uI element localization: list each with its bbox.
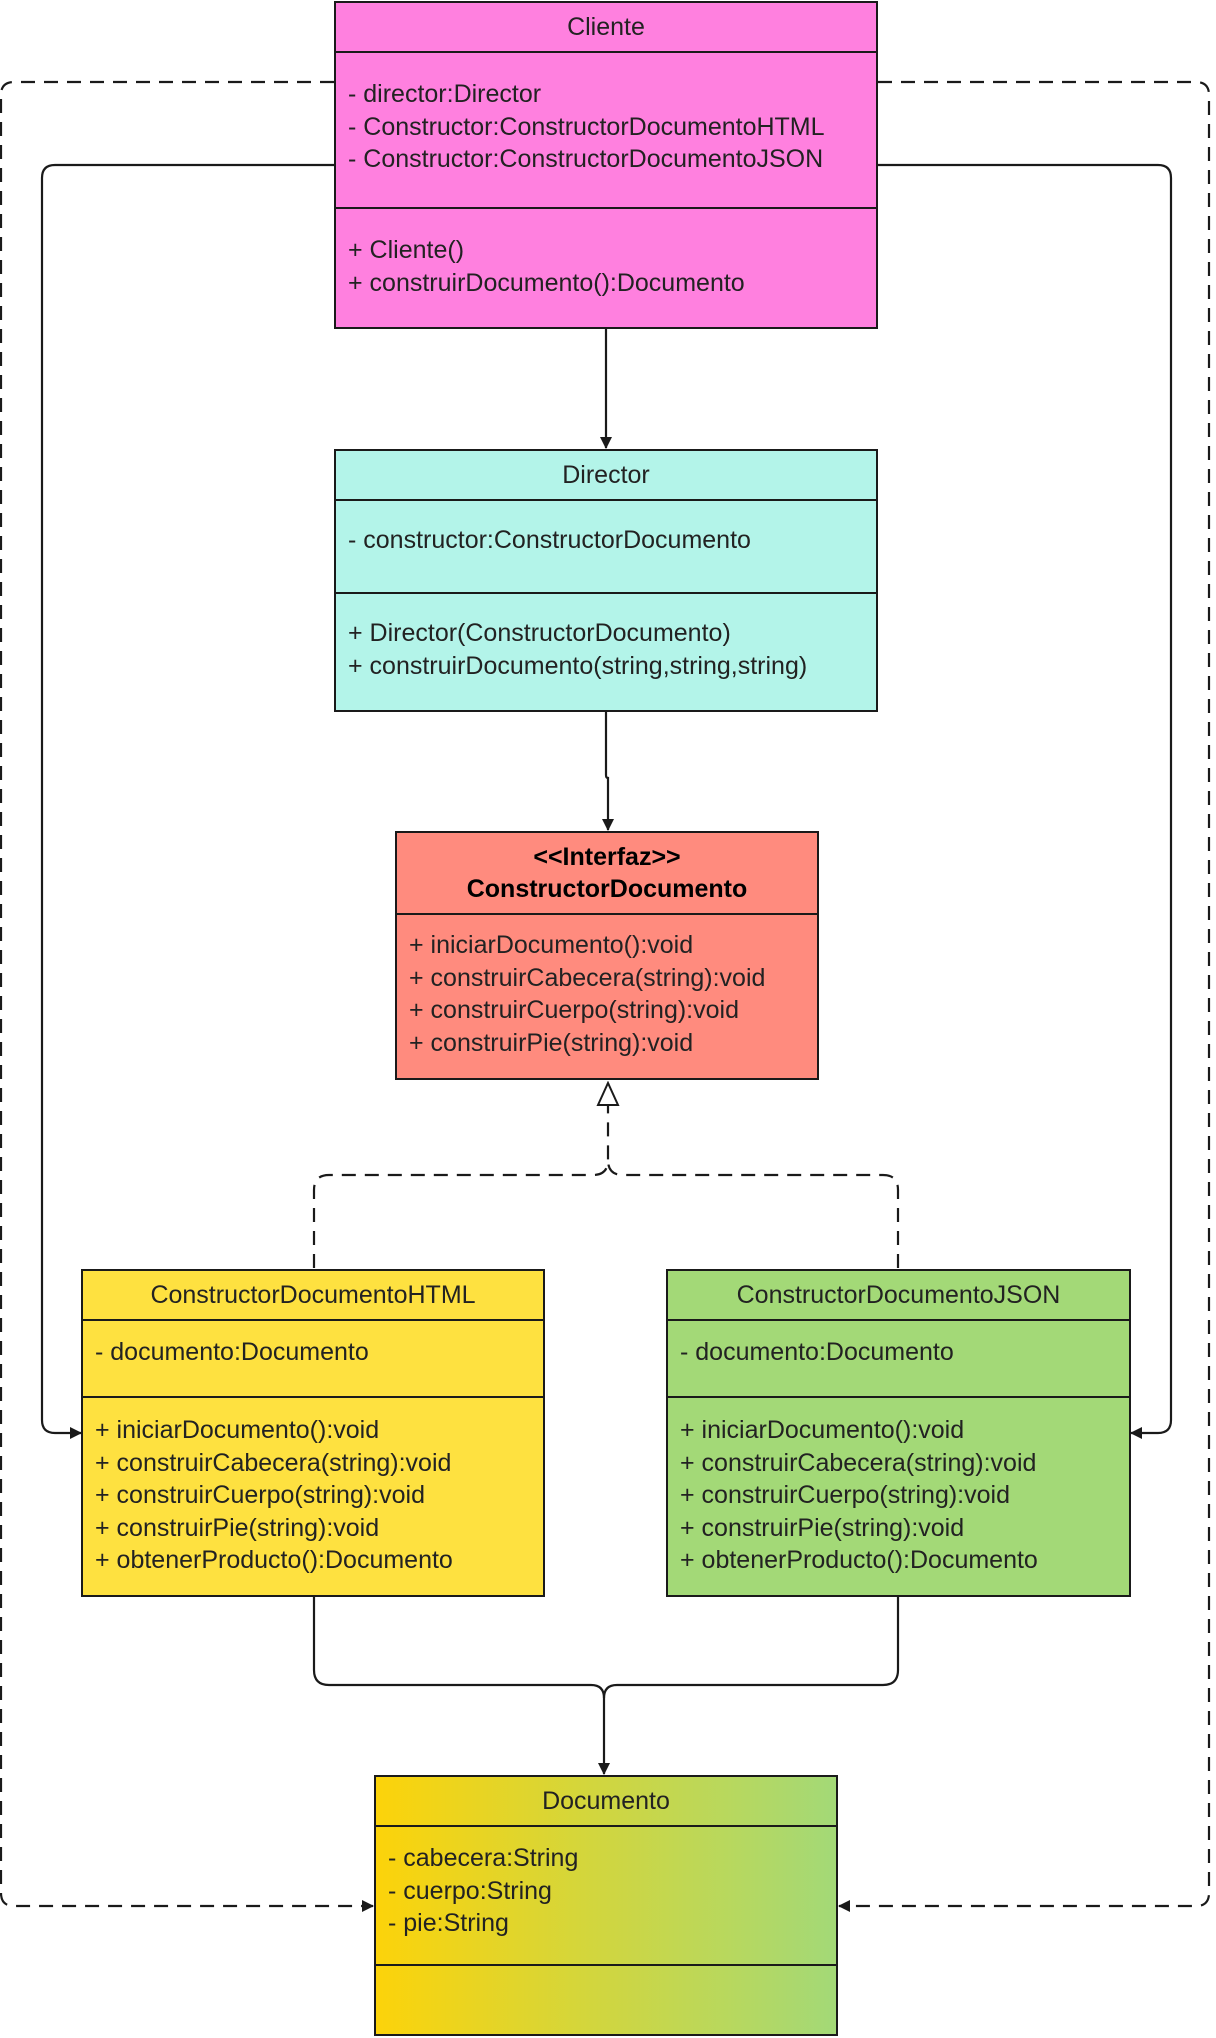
edge-cliente-json bbox=[878, 163, 1173, 1439]
attribute: - documento:Documento bbox=[680, 1338, 954, 1366]
edge-html-documento bbox=[312, 1597, 610, 1775]
attribute: - Constructor:ConstructorDocumentoJSON bbox=[348, 145, 824, 173]
method: + iniciarDocumento():void bbox=[680, 1416, 965, 1444]
edge-director-interfaz bbox=[602, 712, 614, 831]
edge-cliente-documento-left bbox=[0, 80, 374, 1912]
method: + Cliente() bbox=[348, 236, 465, 264]
class-interfaz-constructor-documento: <<Interfaz>> ConstructorDocumento + inic… bbox=[395, 831, 819, 1080]
class-json-methods: + iniciarDocumento():void + construirCab… bbox=[668, 1396, 1129, 1577]
class-html-attributes: - documento:Documento bbox=[83, 1321, 543, 1396]
class-documento-attributes: - cabecera:String - cuerpo:String - pie:… bbox=[376, 1827, 836, 1964]
method: + construirDocumento():Documento bbox=[348, 268, 745, 297]
class-documento-methods bbox=[376, 1964, 836, 2034]
edge-cliente-documento-right bbox=[838, 80, 1211, 1912]
class-cliente-name: Cliente bbox=[567, 13, 645, 41]
class-json-name: ConstructorDocumentoJSON bbox=[736, 1281, 1061, 1309]
method: + obtenerProducto():Documento bbox=[95, 1546, 453, 1574]
attribute: - pie:String bbox=[388, 1909, 509, 1937]
method: + construirCuerpo(string):void bbox=[409, 996, 739, 1024]
class-constructor-documento-json: ConstructorDocumentoJSON - documento:Doc… bbox=[666, 1269, 1131, 1597]
edge-cliente-html bbox=[40, 163, 334, 1439]
edge-json-realization bbox=[606, 1159, 900, 1268]
attribute: - cuerpo:String bbox=[388, 1876, 552, 1905]
class-director: Director - constructor:ConstructorDocume… bbox=[334, 449, 878, 712]
class-cliente-attributes: - director:Director - Constructor:Constr… bbox=[336, 53, 876, 207]
attribute: - director:Director bbox=[348, 80, 542, 108]
class-cliente-methods: + Cliente() + construirDocumento():Docum… bbox=[336, 207, 876, 299]
class-documento-header: Documento bbox=[376, 1777, 836, 1827]
method: + construirCabecera(string):void bbox=[409, 963, 766, 992]
interfaz-stereotype: <<Interfaz>> bbox=[533, 843, 681, 871]
method: + iniciarDocumento():void bbox=[95, 1416, 380, 1444]
class-documento: Documento - cabecera:String - cuerpo:Str… bbox=[374, 1775, 838, 2036]
method: + construirCuerpo(string):void bbox=[680, 1481, 1010, 1509]
class-json-header: ConstructorDocumentoJSON bbox=[668, 1271, 1129, 1321]
method: + construirPie(string):void bbox=[409, 1028, 694, 1057]
method: + construirPie(string):void bbox=[680, 1513, 965, 1542]
class-constructor-documento-html: ConstructorDocumentoHTML - documento:Doc… bbox=[81, 1269, 545, 1597]
method: + construirCuerpo(string):void bbox=[95, 1481, 425, 1509]
method: + obtenerProducto():Documento bbox=[680, 1546, 1038, 1574]
class-director-attributes: - constructor:ConstructorDocumento bbox=[336, 501, 876, 592]
class-director-header: Director bbox=[336, 451, 876, 501]
class-html-methods: + iniciarDocumento():void + construirCab… bbox=[83, 1396, 543, 1577]
method: + construirPie(string):void bbox=[95, 1513, 380, 1542]
class-interfaz-name: ConstructorDocumento bbox=[466, 875, 748, 903]
edge-json-documento bbox=[602, 1597, 900, 1699]
edge-html-realization bbox=[312, 1083, 608, 1268]
method: + construirCabecera(string):void bbox=[95, 1448, 452, 1477]
method: + construirDocumento(string,string,strin… bbox=[348, 651, 808, 680]
method: + construirCabecera(string):void bbox=[680, 1448, 1037, 1477]
attribute: - Constructor:ConstructorDocumentoHTML bbox=[348, 112, 825, 141]
method: + Director(ConstructorDocumento) bbox=[348, 619, 731, 647]
class-html-name: ConstructorDocumentoHTML bbox=[150, 1281, 476, 1309]
class-director-name: Director bbox=[562, 461, 650, 489]
attribute: - documento:Documento bbox=[95, 1338, 369, 1366]
attribute: - constructor:ConstructorDocumento bbox=[348, 526, 751, 554]
class-cliente: Cliente - director:Director - Constructo… bbox=[334, 1, 878, 329]
class-interfaz-header: <<Interfaz>> ConstructorDocumento bbox=[397, 833, 817, 915]
attribute: - cabecera:String bbox=[388, 1844, 579, 1872]
class-html-header: ConstructorDocumentoHTML bbox=[83, 1271, 543, 1321]
class-cliente-header: Cliente bbox=[336, 3, 876, 53]
class-director-methods: + Director(ConstructorDocumento) + const… bbox=[336, 592, 876, 682]
method: + iniciarDocumento():void bbox=[409, 931, 694, 959]
class-interfaz-methods: + iniciarDocumento():void + construirCab… bbox=[397, 915, 817, 1059]
class-json-attributes: - documento:Documento bbox=[668, 1321, 1129, 1396]
class-documento-name: Documento bbox=[542, 1787, 670, 1815]
